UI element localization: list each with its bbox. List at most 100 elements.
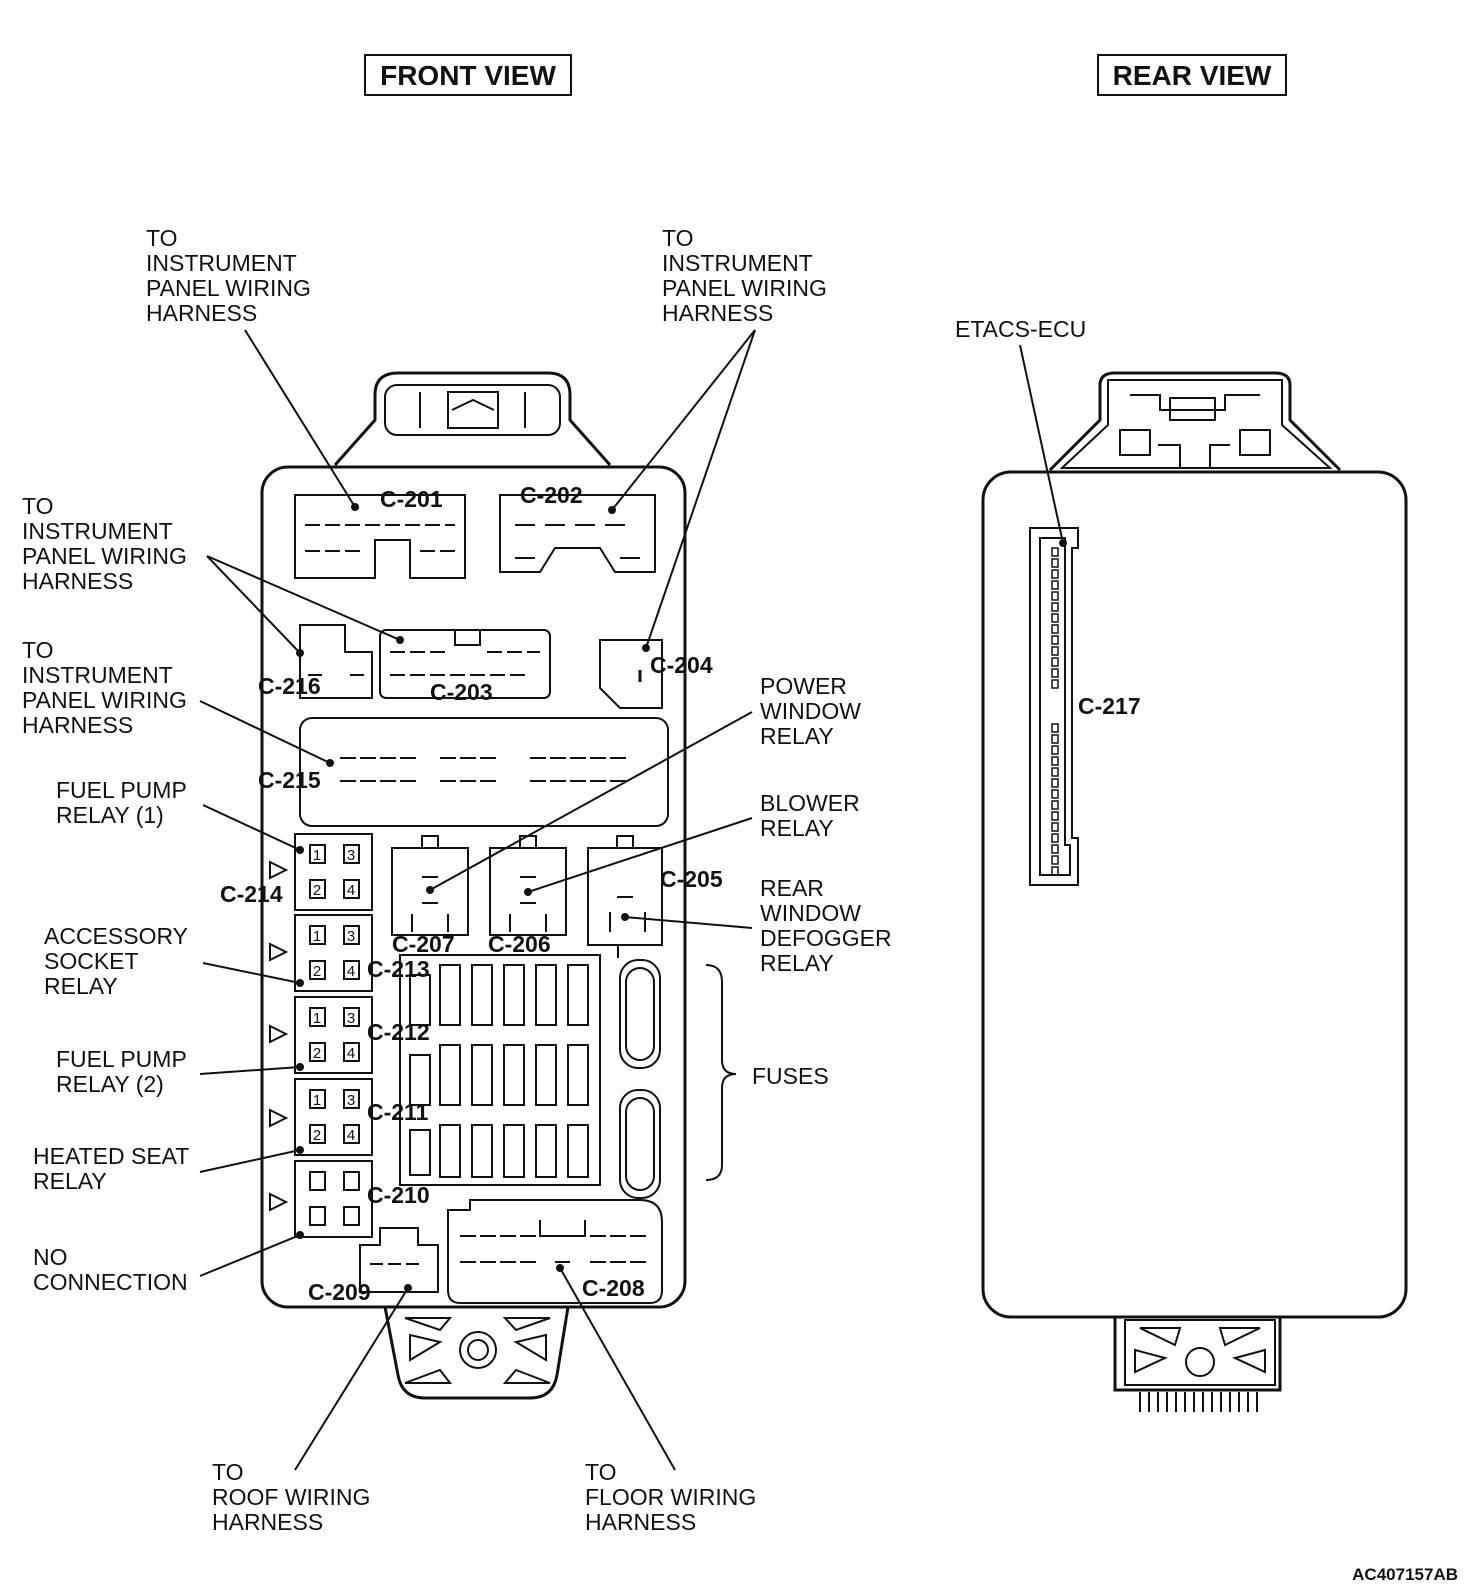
ecu-pin (1051, 635, 1059, 645)
ecu-pin (1051, 723, 1059, 733)
pin-label: 2 (313, 882, 321, 899)
connector-c201-housing (294, 494, 466, 579)
callout-fuel-pump-relay-2: FUEL PUMP RELAY (2) (56, 1046, 193, 1097)
callout-heated-seat-relay: HEATED SEAT RELAY (33, 1143, 195, 1194)
connector-label-c209: C-209 (308, 1279, 371, 1305)
connector-c208-housing (447, 1199, 663, 1304)
callout-floor-wiring-harness: TO FLOOR WIRING HARNESS (585, 1459, 763, 1535)
front-view-title-text: FRONT VIEW (380, 60, 556, 91)
relay-orientation-arrow-icon (269, 1024, 289, 1044)
callout-ipwh-top-left: TO INSTRUMENT PANEL WIRING HARNESS (146, 225, 317, 326)
ecu-pin (1051, 569, 1059, 579)
pin-label: 2 (313, 1045, 321, 1062)
ecu-pin (1051, 745, 1059, 755)
ecu-pin (1051, 679, 1059, 689)
connector-c209-housing (359, 1227, 439, 1293)
relay-c207-housing (391, 835, 469, 936)
relay-c206-housing (489, 835, 567, 936)
pin-label: 4 (347, 1127, 355, 1144)
rear-view-title: REAR VIEW (1097, 54, 1287, 96)
connector-label-c203: C-203 (430, 679, 493, 705)
ecu-pin (1051, 767, 1059, 777)
connector-label-c210: C-210 (367, 1182, 430, 1208)
ecu-pin (1051, 580, 1059, 590)
relay-c212-housing: 1 3 2 4 (269, 996, 373, 1074)
relay-orientation-arrow-icon (269, 942, 289, 962)
callout-power-window-relay: POWER WINDOW RELAY (760, 673, 867, 749)
relay-c213-housing: 1 3 2 4 (269, 914, 373, 992)
pin-label: 3 (347, 1092, 355, 1109)
connector-label-c214: C-214 (220, 881, 283, 907)
ecu-pin (1051, 558, 1059, 568)
connector-label-c213: C-213 (367, 956, 430, 982)
connector-label-c211: C-211 (367, 1099, 429, 1125)
ecu-pin (1051, 855, 1059, 865)
ecu-pin (1051, 789, 1059, 799)
front-view-title: FRONT VIEW (364, 54, 572, 96)
callout-accessory-socket-relay: ACCESSORY SOCKET RELAY (44, 923, 194, 999)
ecu-pin (1051, 800, 1059, 810)
ecu-pin (1051, 591, 1059, 601)
pin-label: 1 (313, 847, 321, 864)
pin-label: 1 (313, 1010, 321, 1027)
rear-view-body (981, 371, 1408, 1412)
connector-label-c208: C-208 (582, 1275, 645, 1301)
leader-lines (199, 329, 1067, 1471)
fuse-block (399, 954, 661, 1199)
ecu-pin (1051, 866, 1059, 876)
ecu-pin (1051, 646, 1059, 656)
callout-etacs-ecu: ETACS-ECU (955, 316, 1086, 342)
ecu-pin (1051, 624, 1059, 634)
ecu-pin (1051, 668, 1059, 678)
ecu-pin (1051, 613, 1059, 623)
pin-label: 3 (347, 1010, 355, 1027)
pin-label: 2 (313, 963, 321, 980)
callout-roof-wiring-harness: TO ROOF WIRING HARNESS (212, 1459, 377, 1535)
connector-label-c212: C-212 (367, 1019, 430, 1045)
ecu-pin (1051, 844, 1059, 854)
pin-label: 4 (347, 963, 355, 980)
relay-orientation-arrow-icon (269, 1192, 289, 1212)
connector-label-c215: C-215 (258, 767, 321, 793)
ecu-pin (1051, 778, 1059, 788)
ecu-pin (1051, 811, 1059, 821)
relay-orientation-arrow-icon (269, 1108, 289, 1128)
figure-code: AC407157AB (1352, 1565, 1458, 1584)
pin-label: 1 (313, 1092, 321, 1109)
callout-fuses: FUSES (752, 1063, 829, 1089)
relay-orientation-arrow-icon (269, 860, 289, 880)
pin-label: 4 (347, 882, 355, 899)
callout-blower-relay: BLOWER RELAY (760, 790, 866, 841)
connector-label-c207: C-207 (392, 931, 455, 957)
callout-ipwh-left-2: TO INSTRUMENT PANEL WIRING HARNESS (22, 637, 193, 738)
ecu-pin (1051, 547, 1059, 557)
ecu-pin (1051, 822, 1059, 832)
connector-c216-housing (299, 624, 373, 699)
callout-rear-window-defogger-relay: REAR WINDOW DEFOGGER RELAY (760, 875, 898, 976)
relay-c211-housing: 1 3 2 4 (269, 1078, 373, 1156)
ecu-pin (1051, 756, 1059, 766)
pin-label: 3 (347, 847, 355, 864)
connector-c215-housing (299, 717, 669, 827)
etacs-ecu-connector (1029, 527, 1079, 886)
connector-label-c205: C-205 (660, 866, 723, 892)
pin-label: 3 (347, 928, 355, 945)
rear-view-title-text: REAR VIEW (1113, 60, 1272, 91)
ecu-pin (1051, 734, 1059, 744)
callout-ipwh-left-1: TO INSTRUMENT PANEL WIRING HARNESS (22, 493, 193, 594)
ecu-pin (1051, 833, 1059, 843)
connector-label-c202: C-202 (520, 482, 583, 508)
ecu-pin (1051, 602, 1059, 612)
relay-c210-housing (269, 1160, 373, 1238)
connector-label-c206: C-206 (488, 931, 551, 957)
connector-label-c204: C-204 (650, 652, 713, 678)
ecu-pin (1051, 657, 1059, 667)
connector-c204-housing (599, 639, 663, 709)
callout-no-connection: NO CONNECTION (33, 1244, 188, 1295)
bottom-tab-grille (404, 1317, 551, 1384)
callout-fuel-pump-relay-1: FUEL PUMP RELAY (1) (56, 777, 193, 828)
connector-label-c217: C-217 (1078, 693, 1141, 719)
connector-c202-housing (499, 494, 656, 573)
pin-label: 4 (347, 1045, 355, 1062)
